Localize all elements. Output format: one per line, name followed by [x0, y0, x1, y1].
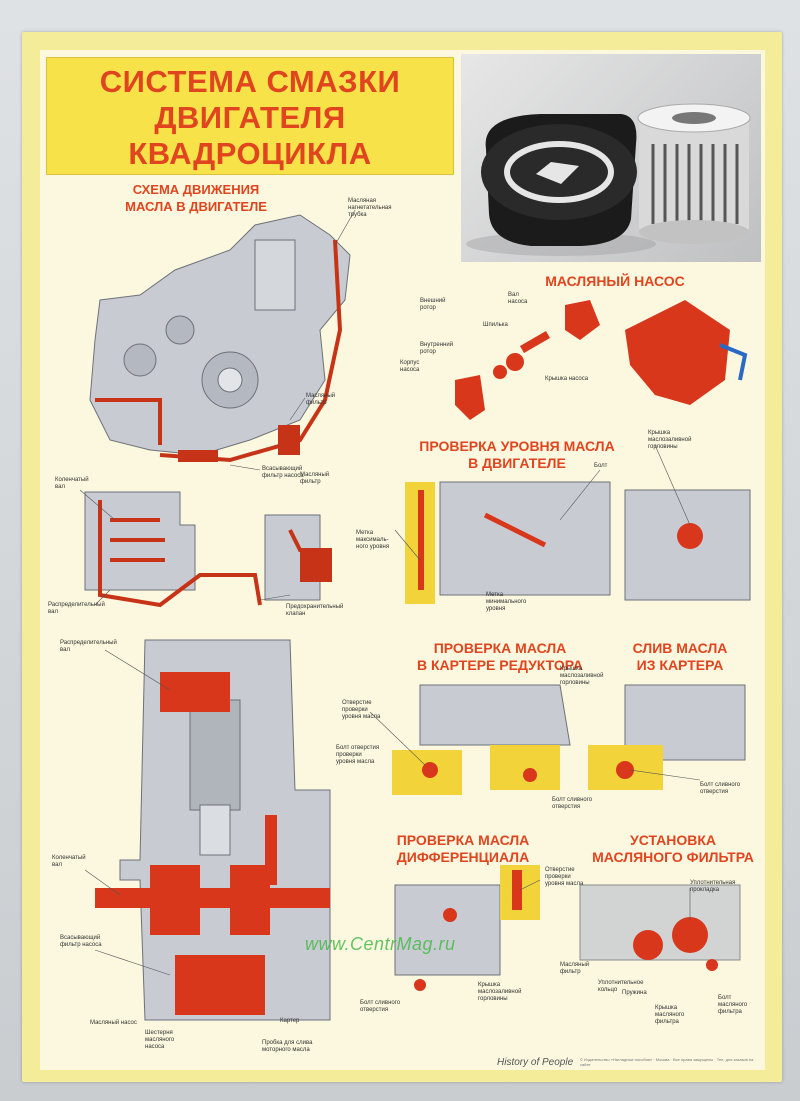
- section-diff-check-line1: ПРОВЕРКА МАСЛА: [396, 832, 530, 848]
- label-sump: Картер: [280, 1018, 300, 1024]
- gearbox-check-diagram: [392, 684, 571, 795]
- section-level-check-line1: ПРОВЕРКА УРОВНЯ МАСЛА: [419, 438, 615, 454]
- publisher-fine-print: © Издательство «Наглядные пособия» · Мос…: [580, 1057, 754, 1067]
- title-line-1: СИСТЕМА СМАЗКИ: [99, 64, 401, 99]
- section-filter-install-line1: УСТАНОВКА: [629, 832, 717, 848]
- label-camshaft-1: Распределительный вал: [48, 602, 105, 615]
- label-filter-bolt: Болт масляного фильтра: [718, 995, 748, 1015]
- label-check-hole: Отверстие проверки уровня масла: [342, 700, 381, 720]
- label-diff-check-hole: Отверстие проверки уровня масла: [545, 867, 584, 887]
- label-oil-filter-3: Масляный фильтр: [560, 962, 590, 975]
- label-inner-rotor: Внутренний ротор: [420, 342, 454, 355]
- label-drain-plug: Пробка для слива моторного масла: [262, 1040, 313, 1053]
- section-drain: СЛИВ МАСЛА ИЗ КАРТЕРА: [620, 640, 740, 674]
- label-min-mark: Метка минимального уровня: [486, 592, 527, 612]
- section-gearbox-check-line1: ПРОВЕРКА МАСЛА: [433, 640, 567, 656]
- label-crankshaft-1: Коленчатый вал: [55, 477, 89, 490]
- crankshaft-red: [95, 672, 330, 1015]
- section-gearbox-check: ПРОВЕРКА МАСЛА В КАРТЕРЕ РЕДУКТОРА: [405, 640, 595, 674]
- section-oil-pump: МАСЛЯНЫЙ НАСОС: [545, 273, 685, 289]
- section-diff-check-line2: ДИФФЕРЕНЦИАЛА: [396, 849, 530, 865]
- label-drain-bolt-1: Болт сливного отверстия: [552, 797, 593, 810]
- label-filter-2: Масляный фильтр: [300, 472, 330, 485]
- label-pump-body: Корпус насоса: [400, 360, 420, 373]
- engine-diagram: [89, 214, 351, 456]
- label-tube: Масляная нагнетательная трубка: [348, 198, 392, 218]
- product-photo: [461, 54, 761, 262]
- watermark: www.CentrMag.ru: [305, 934, 456, 954]
- label-pump-shaft: Вал насоса: [508, 292, 528, 305]
- label-oil-pump: Масляный насос: [90, 1020, 137, 1026]
- label-oring: Уплотнительная прокладка: [690, 880, 736, 893]
- filter-install-diagram: [579, 884, 741, 971]
- section-oil-flow-line2: МАСЛА В ДВИГАТЕЛЕ: [125, 199, 267, 214]
- section-gearbox-check-line2: В КАРТЕРЕ РЕДУКТОРА: [417, 657, 583, 673]
- label-filter-cover: Крышка масляного фильтра: [655, 1005, 685, 1025]
- label-outer-rotor: Внешний ротор: [420, 298, 446, 311]
- label-suction-filter: Всасывающий фильтр насоса: [262, 466, 304, 479]
- title-line-2: ДВИГАТЕЛЯ: [154, 100, 346, 135]
- oil-flow-path: [95, 239, 343, 463]
- section-drain-line2: ИЗ КАРТЕРА: [636, 657, 724, 673]
- section-level-check: ПРОВЕРКА УРОВНЯ МАСЛА В ДВИГАТЕЛЕ: [397, 438, 637, 472]
- label-gear: Шестерня масляного насоса: [145, 1030, 175, 1050]
- label-diff-filler: Крышка маслозаливной горловины: [478, 982, 522, 1002]
- diff-check-diagram: [394, 865, 540, 991]
- label-crankshaft-2: Коленчатый вал: [52, 855, 86, 868]
- label-filler-cap: Крышка маслозаливной горловины: [648, 430, 692, 450]
- section-diff-check: ПРОВЕРКА МАСЛА ДИФФЕРЕНЦИАЛА: [388, 832, 538, 866]
- label-filler-cap-2: Крышка маслозаливной горловины: [560, 666, 604, 686]
- crankshaft-schematic: [84, 491, 321, 601]
- label-max-mark: Метка максималь- ного уровня: [356, 530, 390, 550]
- label-filter-1: Масляный фильтр: [306, 393, 336, 406]
- title-box: СИСТЕМА СМАЗКИ ДВИГАТЕЛЯ КВАДРОЦИКЛА: [46, 57, 454, 175]
- label-drain-bolt-2: Болт сливного отверстия: [700, 782, 741, 795]
- title-line-3: КВАДРОЦИКЛА: [128, 136, 372, 171]
- label-spring: Пружина: [622, 990, 647, 996]
- label-check-bolt: Болт отверстия проверки уровня масла: [336, 745, 380, 765]
- label-bolt: Болт: [594, 463, 608, 469]
- section-oil-flow: СХЕМА ДВИЖЕНИЯ МАСЛА В ДВИГАТЕЛЕ: [96, 181, 296, 215]
- section-oil-flow-line1: СХЕМА ДВИЖЕНИЯ: [132, 182, 260, 197]
- section-filter-install-line2: МАСЛЯНОГО ФИЛЬТРА: [592, 849, 754, 865]
- drain-diagram: [588, 684, 746, 790]
- oil-pump-parts: [455, 300, 748, 420]
- level-check-diagram: [405, 481, 751, 604]
- section-drain-line1: СЛИВ МАСЛА: [632, 640, 728, 656]
- section-level-check-line2: В ДВИГАТЕЛЕ: [468, 455, 566, 471]
- publisher-logo: History of People: [497, 1057, 574, 1068]
- label-suction-filter-2: Всасывающий фильтр насоса: [60, 935, 102, 948]
- label-pin: Шпилька: [483, 322, 508, 328]
- label-diff-drain: Болт сливного отверстия: [360, 1000, 401, 1013]
- label-pump-cover: Крышка насоса: [545, 376, 589, 382]
- label-seal-ring: Уплотнительное кольцо: [598, 980, 644, 993]
- label-relief-valve: Предохранительный клапан: [286, 604, 344, 617]
- section-filter-install: УСТАНОВКА МАСЛЯНОГО ФИЛЬТРА: [588, 832, 758, 866]
- label-camshaft-2: Распределительный вал: [60, 640, 117, 653]
